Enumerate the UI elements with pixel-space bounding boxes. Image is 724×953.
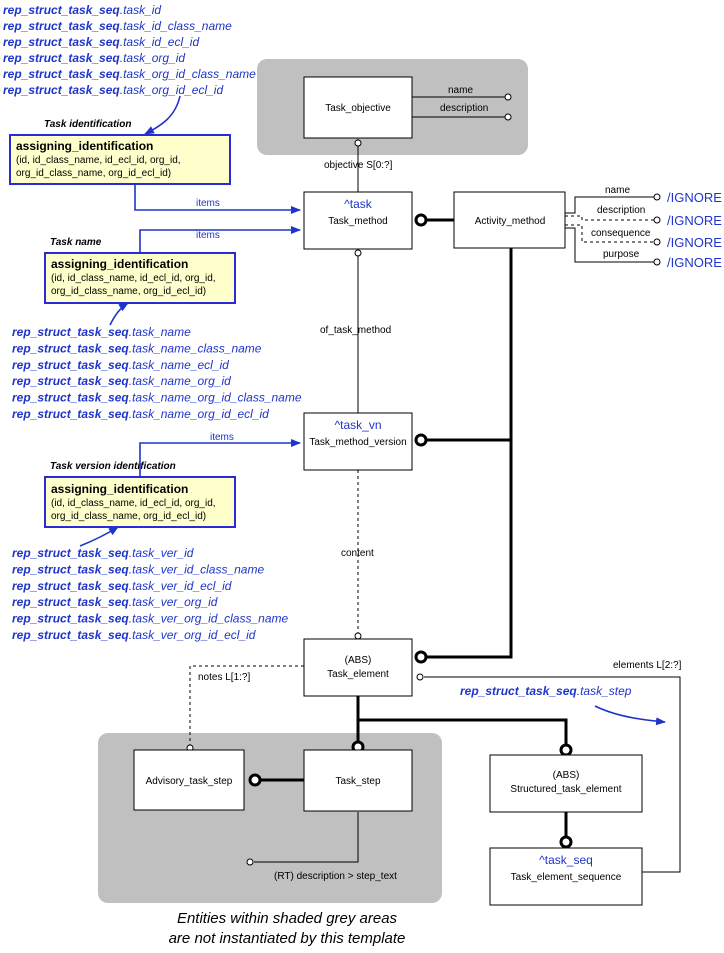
advisory-task-step-name: Advisory_task_step — [146, 776, 233, 787]
name-ref-list: rep_struct_task_seq.task_name rep_struct_… — [12, 325, 302, 421]
ref-line: rep_struct_task_seq.task_ver_org_id_ecl_… — [12, 628, 256, 642]
label-name-top: name — [448, 85, 473, 96]
label-purpose: purpose — [603, 249, 640, 260]
task-method-name: Task_method — [328, 216, 387, 227]
items-line-name — [139, 226, 301, 253]
ref-line: rep_struct_task_seq.task_id_class_name — [3, 19, 232, 33]
items-line-ver — [139, 439, 301, 477]
content-label: content — [341, 548, 374, 559]
assigning-ver-title: assigning_identification — [51, 482, 188, 496]
arrow-ver-refs-to-box — [79, 526, 119, 547]
ref-line: rep_struct_task_seq.task_id — [3, 3, 161, 17]
task-element-sequence-box — [489, 847, 643, 906]
activity-method-box — [453, 191, 566, 249]
items-label-2: items — [196, 230, 220, 241]
ref-line: rep_struct_task_seq.task_name_org_id_ecl… — [12, 407, 269, 421]
ignore-3: /IGNORE — [667, 235, 722, 250]
task-method-version-box — [303, 412, 413, 471]
activity-method-name: Activity_method — [475, 216, 546, 227]
assigning-id-title: assigning_identification — [16, 139, 153, 153]
ref-line: rep_struct_task_seq.task_name — [12, 325, 191, 339]
arrow-top-refs-to-id-box — [144, 95, 181, 135]
task-method-ref: ^task — [344, 197, 373, 211]
assigning-name-attrs2: org_id_class_name, org_id_ecl_id) — [51, 286, 206, 297]
activity-to-element-line — [426, 440, 513, 659]
structured-task-element-name: Structured_task_element — [510, 784, 621, 795]
assigning-identification-box-name — [44, 252, 236, 304]
ref-line: rep_struct_task_seq.task_ver_id_ecl_id — [12, 579, 232, 593]
assigning-name-attrs1: (id, id_class_name, id_ecl_id, org_id, — [51, 273, 216, 284]
assigning-ver-attrs2: org_id_class_name, org_id_ecl_id) — [51, 511, 206, 522]
label-name-right: name — [605, 185, 630, 196]
label-consequence: consequence — [591, 228, 651, 239]
step-text-label: (RT) description > step_text — [274, 871, 397, 882]
ignore-4: /IGNORE — [667, 255, 722, 270]
elements-label: elements L[2:?] — [613, 660, 682, 671]
items-label-3: items — [210, 432, 234, 443]
ignore-2: /IGNORE — [667, 213, 722, 228]
task-method-box — [303, 191, 413, 250]
task-element-sequence-name: Task_element_sequence — [511, 872, 622, 883]
ref-line: rep_struct_task_seq.task_name_ecl_id — [12, 358, 229, 372]
top-ref-list: rep_struct_task_seq.task_id rep_struct_ta… — [3, 3, 256, 97]
footer-line-1: Entities within shaded grey areas — [177, 910, 398, 927]
caption-task-name: Task name — [50, 237, 102, 248]
assigning-id-attrs2: org_id_class_name, org_id_ecl_id) — [16, 168, 171, 179]
step-ref: rep_struct_task_seq.task_step — [460, 684, 632, 698]
notes-label: notes L[1:?] — [198, 672, 250, 683]
label-description-top: description — [440, 103, 488, 114]
task-element-sequence-ref: ^task_seq — [539, 853, 593, 867]
task-element-name: Task_element — [327, 669, 389, 680]
items-label-1: items — [196, 198, 220, 209]
activity-to-version-line — [426, 248, 513, 442]
ignore-1: /IGNORE — [667, 190, 722, 205]
step-text-line — [254, 812, 359, 863]
ref-line: rep_struct_task_seq.task_id_ecl_id — [3, 35, 199, 49]
assigning-identification-box-ver — [44, 476, 236, 528]
of-task-method-label: of_task_method — [320, 325, 391, 336]
structured-task-element-abs: (ABS) — [553, 770, 580, 781]
objective-end — [354, 139, 362, 147]
objective-label: objective S[0:?] — [324, 160, 393, 171]
caption-task-identification: Task identification — [44, 119, 131, 130]
task-element-abs: (ABS) — [345, 655, 372, 666]
task-step-name: Task_step — [335, 776, 380, 787]
caption-task-version-identification: Task version identification — [50, 461, 176, 472]
ref-line: rep_struct_task_seq.task_org_id_class_na… — [3, 67, 256, 81]
element-subtype-line — [356, 695, 568, 745]
ref-line: rep_struct_task_seq.task_name_org_id_cla… — [12, 391, 302, 405]
label-description-right: description — [597, 205, 645, 216]
ref-line: rep_struct_task_seq.task_ver_id — [12, 546, 194, 560]
ref-line: rep_struct_task_seq.task_org_id_ecl_id — [3, 83, 223, 97]
task-element-box — [303, 638, 413, 697]
ver-ref-list: rep_struct_task_seq.task_ver_id rep_struc… — [12, 546, 288, 642]
ref-line: rep_struct_task_seq.task_ver_org_id — [12, 595, 218, 609]
advisory-task-step-box — [133, 749, 245, 811]
ref-line: rep_struct_task_seq.task_ver_id_class_na… — [12, 562, 264, 576]
arrow-name-refs-to-box — [109, 302, 129, 326]
notes-line — [189, 665, 304, 746]
task-objective-box — [303, 76, 413, 139]
ref-line: rep_struct_task_seq.task_org_id — [3, 51, 185, 65]
assigning-ver-attrs1: (id, id_class_name, id_ecl_id, org_id, — [51, 498, 216, 509]
arrow-task-step-ref — [594, 705, 666, 726]
task-step-box — [303, 749, 413, 812]
task-objective-name: Task_objective — [325, 103, 391, 114]
assigning-name-title: assigning_identification — [51, 257, 188, 271]
items-line-id — [134, 184, 301, 214]
structured-task-element-box — [489, 754, 643, 813]
assigning-id-attrs1: (id, id_class_name, id_ecl_id, org_id, — [16, 155, 181, 166]
ref-line: rep_struct_task_seq.task_name_class_name — [12, 341, 262, 355]
ref-line: rep_struct_task_seq.task_name_org_id — [12, 374, 231, 388]
ref-line: rep_struct_task_seq.task_ver_org_id_clas… — [12, 612, 288, 626]
task-method-version-name: Task_method_version — [309, 437, 406, 448]
assigning-identification-box-id — [9, 134, 231, 185]
task-method-version-ref: ^task_vn — [335, 418, 382, 432]
footer-line-2: are not instantiated by this template — [169, 930, 406, 947]
